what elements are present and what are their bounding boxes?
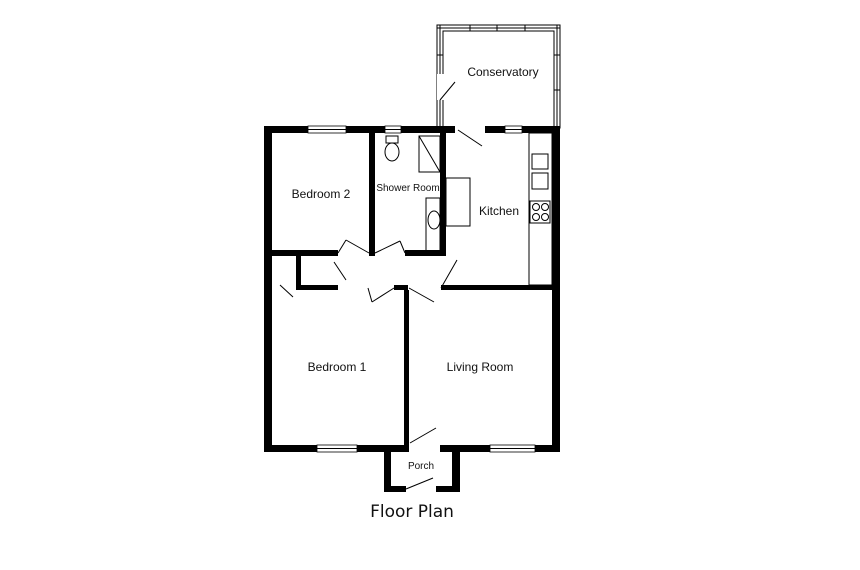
conservatory-door [437, 74, 456, 101]
conservatory-label: Conservatory [467, 65, 538, 79]
bedroom-1-label: Bedroom 1 [308, 360, 367, 374]
living-room-label: Living Room [447, 360, 514, 374]
shower-room-label: Shower Room [376, 183, 439, 194]
bedroom-2-label: Bedroom 2 [292, 187, 351, 201]
doors [272, 126, 485, 452]
kitchen-label: Kitchen [479, 204, 519, 218]
shower-room-fixtures [384, 135, 441, 253]
porch-label: Porch [408, 461, 434, 472]
windows [307, 125, 536, 453]
floor-plan-caption: Floor Plan [370, 502, 454, 522]
kitchen-fixtures [445, 132, 553, 286]
interior-walls [264, 126, 560, 445]
porch-walls [384, 445, 460, 492]
